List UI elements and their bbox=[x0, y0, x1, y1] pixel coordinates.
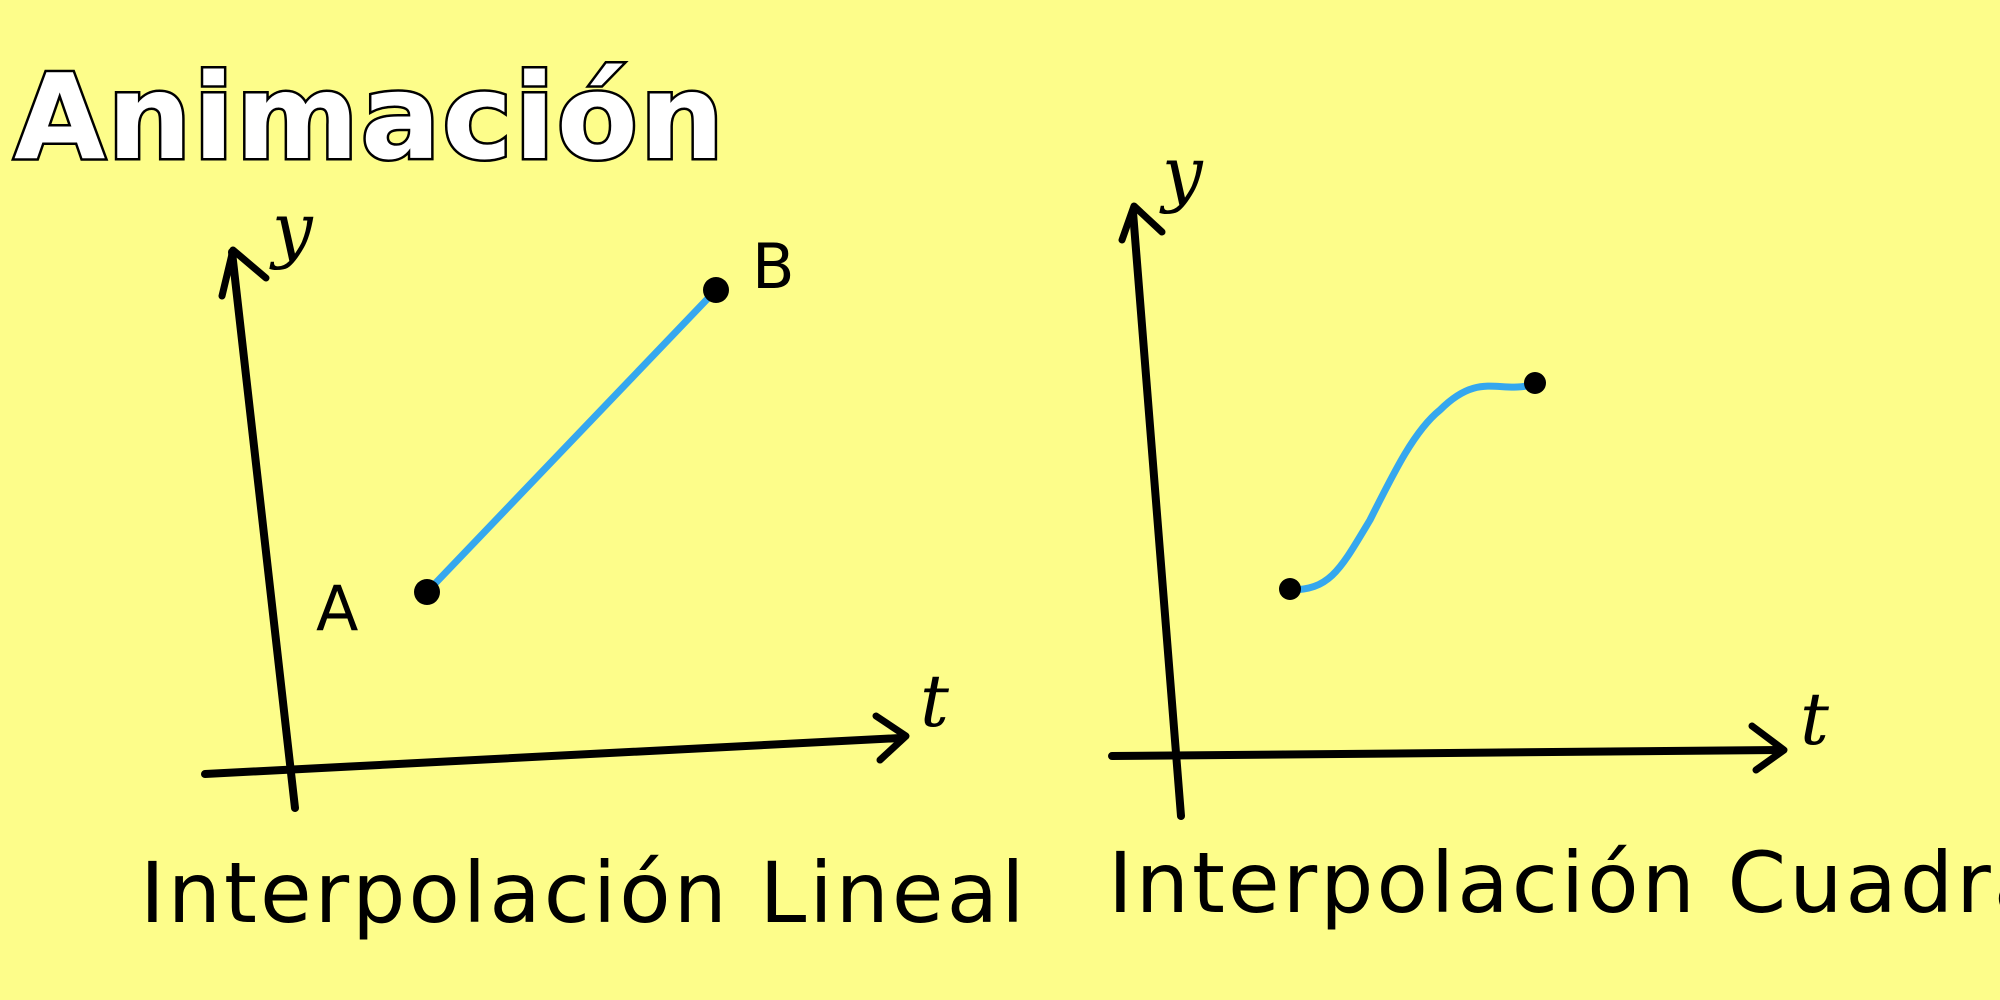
linear-y-axis bbox=[228, 248, 299, 812]
quadratic-y-axis-label: y bbox=[1159, 131, 1204, 215]
point-b bbox=[703, 277, 729, 303]
page-title: Animación bbox=[14, 48, 726, 186]
quadratic-panel: y t Interpolación Cuadrática bbox=[1108, 131, 2000, 932]
point-b-label: B bbox=[752, 230, 795, 303]
quadratic-end-point bbox=[1524, 372, 1546, 394]
linear-x-axis-label: t bbox=[920, 659, 950, 743]
linear-caption: Interpolación Lineal bbox=[140, 844, 1027, 942]
linear-y-axis-label: y bbox=[269, 187, 314, 271]
quadratic-x-axis-label: t bbox=[1800, 677, 1830, 761]
point-a bbox=[414, 579, 440, 605]
quadratic-start-point bbox=[1279, 578, 1301, 600]
linear-x-axis bbox=[201, 734, 904, 778]
linear-panel: A B y t Interpolación Lineal bbox=[140, 187, 1027, 942]
quadratic-x-axis-arrowhead bbox=[1748, 722, 1788, 774]
linear-x-axis-arrowhead bbox=[872, 712, 910, 764]
point-a-label: A bbox=[316, 572, 358, 645]
quadratic-x-axis bbox=[1108, 746, 1786, 760]
linear-interpolation-line bbox=[423, 288, 718, 596]
quadratic-y-axis-arrowhead bbox=[1118, 202, 1166, 244]
linear-y-axis-arrowhead bbox=[218, 246, 270, 300]
quadratic-y-axis bbox=[1129, 208, 1185, 820]
quadratic-interpolation-curve bbox=[1286, 380, 1539, 594]
quadratic-caption: Interpolación Cuadrática bbox=[1108, 834, 2000, 932]
